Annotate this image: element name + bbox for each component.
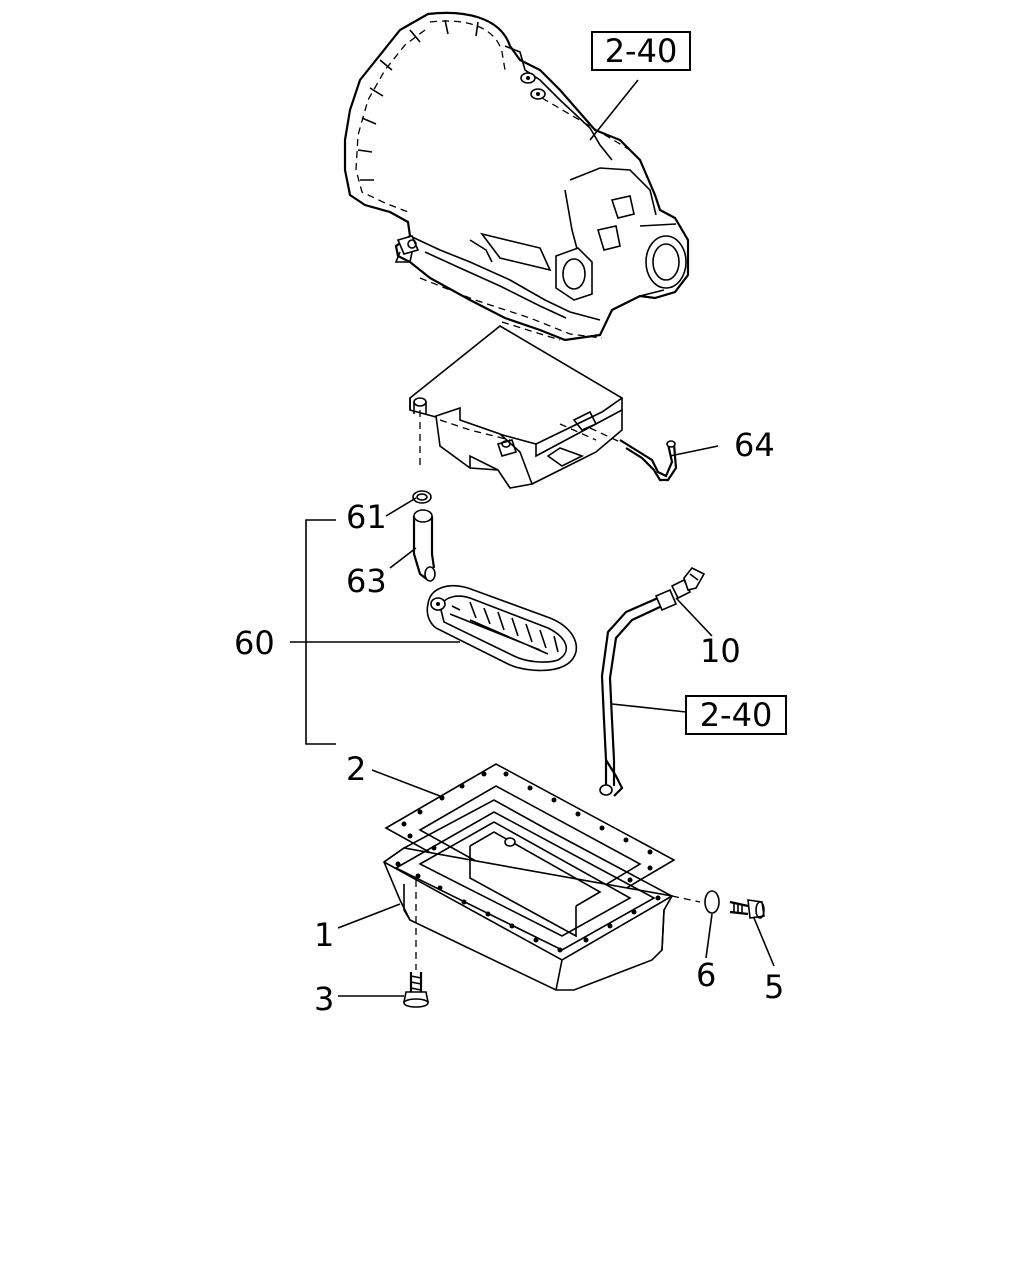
oil-strainer-60: [426, 584, 578, 672]
alignment-line: [419, 321, 561, 470]
group-bracket: [305, 519, 336, 745]
pan-bolt-3: [403, 880, 429, 1008]
callout-6: 6: [696, 956, 716, 994]
transmission-housing: [343, 11, 690, 342]
callout-1: 1: [314, 916, 334, 954]
leader-lines: [290, 79, 775, 997]
callout-5: 5: [764, 968, 784, 1006]
callout-61: 61: [346, 498, 387, 536]
callout-10: 10: [700, 632, 741, 670]
callout-60: 60: [234, 624, 275, 662]
o-ring-61: [412, 490, 432, 504]
callout-63: 63: [346, 562, 387, 600]
oil-pan-1: [383, 799, 674, 991]
reference-label-dipstick: 2-40: [700, 696, 773, 734]
drain-plug-5: [729, 899, 765, 919]
reference-label-top: 2-40: [605, 32, 678, 70]
reference-box-top[interactable]: 2-40: [591, 31, 691, 71]
callout-3: 3: [314, 980, 334, 1018]
dipstick-and-tube: [599, 566, 706, 797]
valve-body: [409, 325, 624, 489]
tube-63: [412, 509, 436, 582]
callout-64: 64: [734, 426, 775, 464]
drain-plug-washer-6: [671, 890, 720, 914]
callout-2: 2: [346, 750, 366, 788]
reference-box-dipstick[interactable]: 2-40: [685, 695, 787, 735]
filler-pipe-64: [589, 427, 678, 482]
